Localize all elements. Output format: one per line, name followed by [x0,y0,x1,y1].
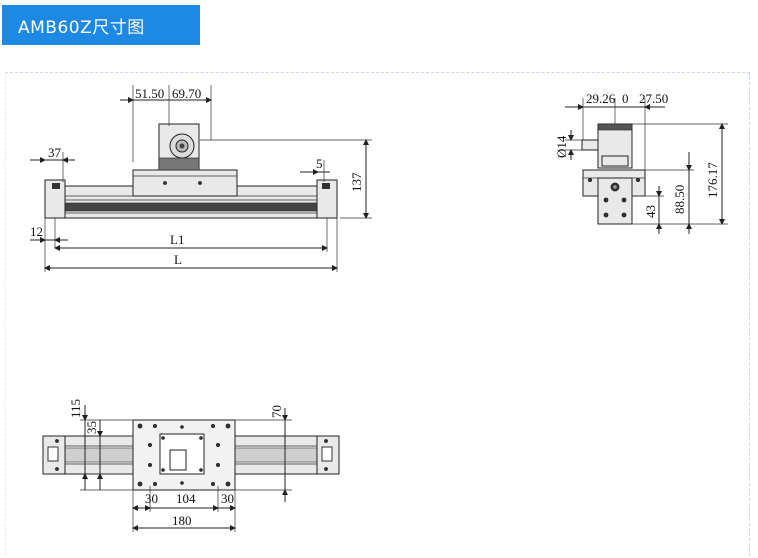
dim-176: 176.17 [705,162,720,198]
dim-top-mid: 0 [622,91,629,106]
page-title-tab: AMB60Z尺寸图 [2,5,200,45]
front-carriage [132,169,238,197]
dim-115: 115 [68,399,83,418]
dim-30-right: 30 [221,491,234,506]
dim-35: 35 [84,421,99,434]
drawing-panel [5,72,750,556]
dim-30-left: 30 [145,491,158,506]
dim-43: 43 [643,205,658,218]
dim-top-far: 27.50 [639,91,668,106]
dim-l1: L1 [170,232,184,247]
top-view: 115 35 70 30 104 30 180 [42,399,340,532]
dim-top-left: 29.26 [586,91,616,106]
dim-l: L [174,252,182,267]
dim-height: 137 [349,172,364,192]
dim-180: 180 [172,513,192,528]
dim-88: 88.50 [672,185,687,214]
dim-left-end: 37 [48,145,62,160]
page-title: AMB60Z尺寸图 [18,17,145,38]
dim-70: 70 [269,405,284,418]
dim-right-end: 5 [316,156,323,171]
dim-104: 104 [176,491,196,506]
dim-motor-left: 51.50 [135,86,164,101]
dim-shaft: Ø14 [554,135,569,158]
front-view: 51.50 69.70 37 5 137 12 L1 [30,85,372,272]
side-view: 29.26 0 27.50 Ø14 43 88.50 176.17 [554,91,728,234]
dim-motor-right: 69.70 [172,86,201,101]
side-shaft [581,139,599,151]
dim-end-offset: 12 [30,224,43,239]
